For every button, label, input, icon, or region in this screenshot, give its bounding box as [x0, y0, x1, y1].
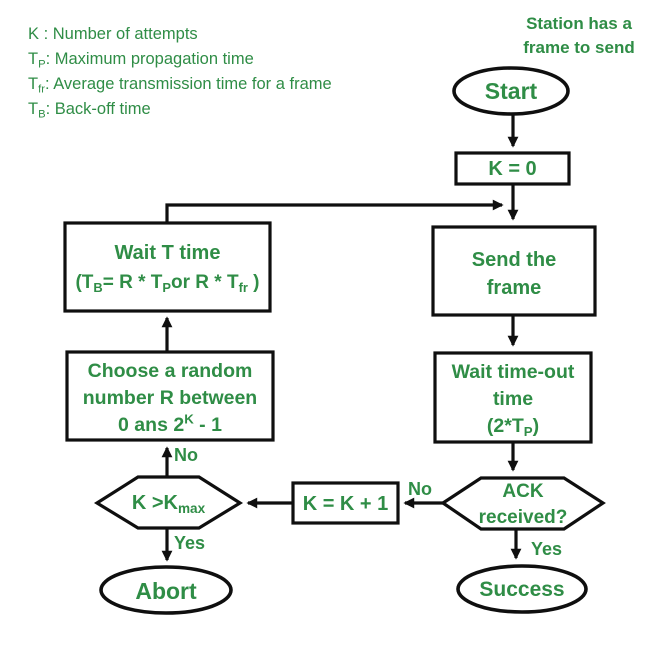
k0-process-shape	[454, 151, 571, 186]
abort-label: Abort	[135, 578, 197, 604]
legend-line-k: K : Number of attempts	[28, 25, 198, 43]
wait-t-process-shape	[63, 221, 272, 313]
send-frame-line2: frame	[486, 277, 542, 299]
station-note: Station has a frame to send	[500, 12, 658, 60]
wait-timeout-process-shape	[433, 351, 593, 444]
ack-line2: received?	[478, 507, 568, 528]
start-terminal-shape	[452, 66, 570, 116]
ack-decision-shape	[440, 476, 606, 531]
wait-timeout-line3: (2*TP)	[486, 415, 540, 439]
edge-label-ack-yes: Yes	[531, 539, 563, 559]
send-frame-label: Send the frame	[433, 246, 595, 302]
send-frame-line1: Send the	[471, 249, 557, 271]
station-note-line2: frame to send	[523, 38, 635, 57]
arrow-wait-to-junction	[165, 199, 504, 223]
choose-random-line1: Choose a random	[87, 360, 253, 382]
legend: K : Number of attempts TP: Maximum propa…	[28, 22, 332, 122]
legend-line-tp: TP: Maximum propagation time	[28, 50, 254, 71]
edge-label-kmax-yes: Yes	[174, 533, 206, 553]
choose-random-label: Choose a random number R between 0 ans 2…	[67, 358, 273, 439]
kmax-decision-shape	[93, 475, 244, 530]
k-increment-process-shape	[291, 481, 400, 525]
choose-random-line2: number R between	[82, 387, 258, 409]
k-increment-label: K = K + 1	[302, 493, 389, 515]
edge-label-ack-no: No	[408, 479, 432, 499]
ack-label: ACK received?	[443, 479, 603, 531]
abort-terminal-shape	[99, 565, 233, 615]
wait-timeout-label: Wait time-out time (2*TP)	[435, 359, 591, 440]
edge-label-kmax-no: No	[174, 445, 198, 465]
start-label: Start	[484, 78, 538, 104]
success-terminal-shape	[456, 564, 588, 614]
wait-t-label: Wait T time (TB= R * TPor R * Tfr )	[65, 238, 270, 298]
success-label: Success	[479, 578, 565, 601]
legend-line-tb: TB: Back-off time	[28, 100, 151, 121]
wait-t-line1: Wait T time	[114, 242, 221, 264]
k0-label: K = 0	[488, 158, 537, 180]
send-frame-process-shape	[431, 225, 597, 317]
wait-t-line2: (TB= R * TPor R * Tfr )	[75, 272, 260, 295]
wait-timeout-line1: Wait time-out	[451, 361, 575, 383]
ack-line1: ACK	[502, 481, 544, 502]
choose-random-line3: 0 ans 2K - 1	[118, 411, 222, 436]
kmax-label: K >Kmax	[131, 492, 206, 517]
wait-timeout-line2: time	[492, 388, 534, 410]
choose-random-process-shape	[65, 350, 275, 442]
legend-line-tfr: Tfr: Average transmission time for a fra…	[28, 75, 332, 96]
station-note-line1: Station has a	[526, 14, 632, 33]
